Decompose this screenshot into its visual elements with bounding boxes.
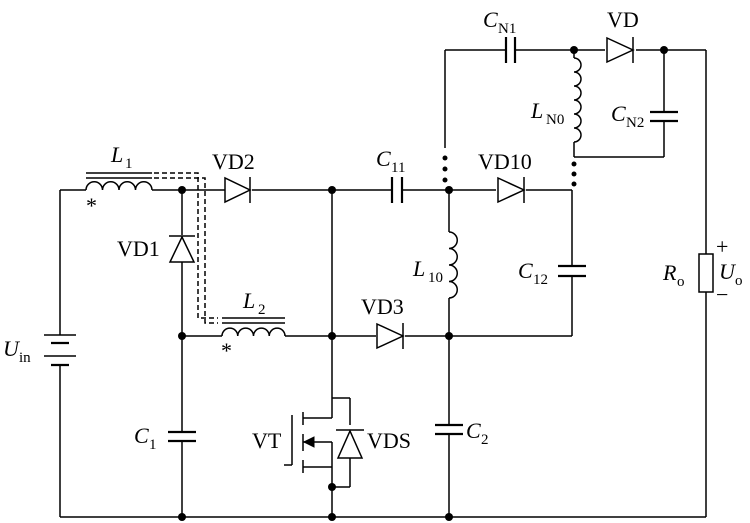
capacitor-cn1: C N1	[483, 7, 516, 63]
capacitor-c1: C 1	[134, 423, 196, 453]
label-c11-sub: 11	[391, 160, 405, 176]
mosfet-vt: VT	[252, 398, 333, 487]
label-vt: VT	[252, 428, 282, 453]
dot-mark-l2: *	[221, 338, 232, 363]
label-vd3: VD3	[361, 294, 404, 319]
label-uo: U	[719, 259, 737, 284]
diode-vd3: VD3	[361, 294, 405, 350]
label-ro-sub: o	[677, 274, 685, 290]
input-source: U in	[3, 334, 76, 367]
label-c11: C	[376, 146, 391, 171]
label-uin-sub: in	[19, 350, 31, 366]
inductor-l10: L 10	[412, 231, 458, 299]
diode-vd1: VD1	[117, 235, 196, 263]
label-cn1: C	[483, 7, 498, 32]
capacitor-c2: C 2	[435, 418, 489, 448]
output-voltage: + U o −	[716, 234, 743, 307]
label-ro: R	[662, 260, 677, 285]
label-c12: C	[518, 258, 533, 283]
label-uo-sub: o	[735, 273, 743, 289]
label-vd2: VD2	[212, 149, 255, 174]
capacitor-c12: C 12	[518, 258, 586, 288]
label-vd1: VD1	[117, 236, 160, 261]
label-c12-sub: 12	[533, 272, 548, 288]
label-cn1-sub: N1	[498, 21, 516, 37]
label-c2-sub: 2	[481, 432, 489, 448]
inductor-l1: L 1 *	[85, 142, 153, 218]
label-cn2-sub: N2	[626, 115, 644, 131]
label-l10-sub: 10	[428, 270, 443, 286]
label-l10: L	[412, 256, 425, 281]
label-ln0-sub: N0	[546, 112, 564, 128]
label-vd10: VD10	[478, 149, 532, 174]
label-vds: VDS	[367, 428, 411, 453]
inductor-ln0: L N0	[530, 57, 582, 143]
label-c2: C	[466, 418, 481, 443]
junction-dots	[178, 46, 668, 521]
capacitor-c11: C 11	[376, 146, 405, 203]
label-c1: C	[134, 423, 149, 448]
resistor-ro: R o	[662, 253, 714, 293]
label-l1: L	[110, 142, 123, 167]
label-cn2: C	[611, 101, 626, 126]
diode-vd2: VD2	[212, 149, 255, 204]
coupling-lines	[154, 172, 218, 324]
label-l1-sub: 1	[125, 156, 133, 172]
dot-mark-l1: *	[86, 193, 97, 218]
label-plus: +	[716, 234, 728, 259]
label-minus: −	[716, 282, 728, 307]
diode-vd10: VD10	[478, 149, 532, 204]
label-uin: U	[3, 336, 21, 361]
diode-vd: VD	[606, 7, 639, 64]
label-l2-sub: 2	[258, 302, 266, 318]
label-ln0: L	[530, 98, 543, 123]
diode-vds: VDS	[336, 428, 411, 459]
label-vd: VD	[607, 7, 639, 32]
label-c1-sub: 1	[149, 437, 157, 453]
capacitor-cn2: C N2	[611, 101, 678, 131]
label-l2: L	[242, 288, 255, 313]
inductor-l2: L 2 *	[221, 288, 286, 363]
